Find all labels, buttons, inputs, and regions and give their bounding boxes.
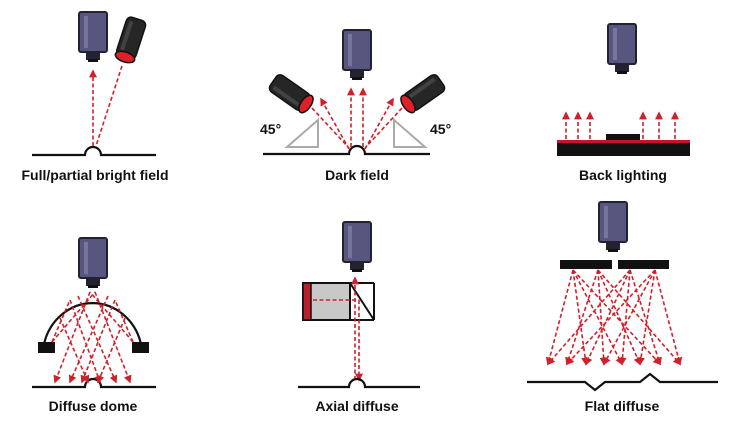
panel-axial-diffuse: Axial diffuse xyxy=(298,221,420,414)
panel-label: Axial diffuse xyxy=(315,398,398,414)
light-ray xyxy=(597,269,682,366)
panel-flat-diffuse: Flat diffuse xyxy=(527,201,718,414)
ground-surface xyxy=(32,377,156,389)
light-ray xyxy=(597,269,642,366)
light-ray xyxy=(59,317,90,384)
dome-light-right xyxy=(132,342,149,353)
light-ray xyxy=(96,317,126,384)
light-ray xyxy=(68,295,109,384)
backlight-panel xyxy=(557,141,690,156)
backlight-strip xyxy=(557,140,690,143)
flat-rays xyxy=(545,269,683,366)
axial-light-source xyxy=(302,282,312,321)
light-ray xyxy=(546,269,631,366)
ground-surface xyxy=(527,372,718,392)
spotlight-icon xyxy=(113,15,148,66)
light-ray xyxy=(585,269,631,366)
light-ray xyxy=(51,291,96,343)
light-ray xyxy=(603,269,656,366)
angle-indicator-right xyxy=(393,117,428,148)
light-ray xyxy=(364,107,403,149)
light-ray xyxy=(637,269,656,366)
light-ray xyxy=(572,269,623,366)
ground-surface xyxy=(32,145,156,157)
light-ray xyxy=(80,299,116,384)
light-ray xyxy=(565,269,599,366)
angle-label-right: 45° xyxy=(430,121,451,137)
camera-icon xyxy=(78,11,108,63)
panel-label: Dark field xyxy=(325,167,389,183)
light-ray xyxy=(94,291,132,384)
scattered-ray xyxy=(364,97,394,150)
dome xyxy=(42,302,143,345)
light-ray xyxy=(77,295,118,384)
flat-light-right xyxy=(618,260,669,269)
panel-dark-field: 45° 45° Dark field xyxy=(260,29,451,183)
spotlight-icon xyxy=(397,72,448,116)
panel-label: Back lighting xyxy=(579,167,667,183)
light-ray xyxy=(572,269,662,366)
panel-diffuse-dome: Diffuse dome xyxy=(32,237,156,414)
light-ray xyxy=(618,269,631,366)
ground-surface xyxy=(263,144,430,156)
camera-icon xyxy=(342,29,372,81)
light-ray xyxy=(597,269,608,366)
light-ray xyxy=(311,107,350,149)
light-ray xyxy=(545,269,574,366)
camera-icon xyxy=(78,237,108,289)
dome-light-left xyxy=(38,342,55,353)
ground-surface xyxy=(298,377,420,389)
spotlight-icon xyxy=(266,72,317,116)
light-ray xyxy=(89,291,134,343)
angle-indicator-left xyxy=(284,117,319,148)
light-ray xyxy=(572,269,590,366)
light-ray xyxy=(565,269,656,366)
backlit-object xyxy=(606,134,640,140)
camera-icon xyxy=(607,23,637,75)
panel-back-lighting: Back lighting xyxy=(557,23,690,183)
flat-light-left xyxy=(560,260,612,269)
light-ray xyxy=(654,269,683,366)
panel-bright-field: Full/partial bright field xyxy=(22,11,169,183)
camera-icon xyxy=(598,201,628,253)
light-ray xyxy=(629,269,662,366)
light-ray xyxy=(69,299,102,384)
angle-label-left: 45° xyxy=(260,121,281,137)
light-ray xyxy=(95,65,123,147)
panel-label: Flat diffuse xyxy=(585,398,660,414)
light-ray xyxy=(53,291,91,384)
panel-label: Full/partial bright field xyxy=(22,167,169,183)
beam-splitter xyxy=(349,282,375,321)
scattered-ray xyxy=(320,97,350,150)
camera-icon xyxy=(342,221,372,273)
dome-rays xyxy=(51,291,134,384)
panel-label: Diffuse dome xyxy=(49,398,138,414)
